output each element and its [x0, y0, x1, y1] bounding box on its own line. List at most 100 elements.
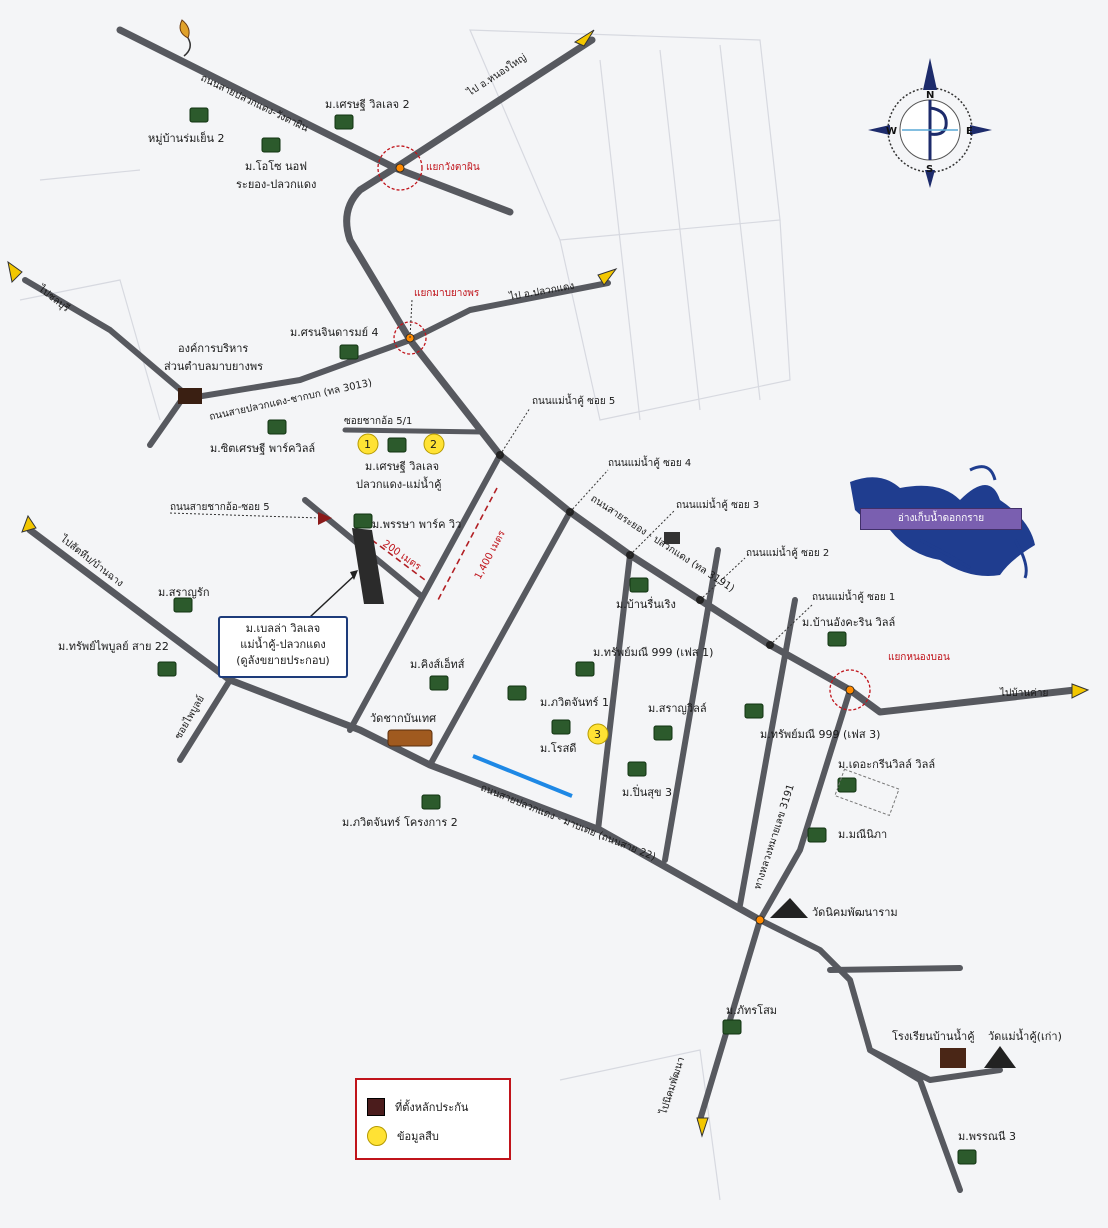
info-badge-2: [423, 433, 445, 455]
label-school: โรงเรียนบ้านน้ำคู้: [892, 1028, 975, 1043]
road-west: [22, 277, 413, 401]
house-icon: [507, 685, 527, 701]
arrow-sattahip: [21, 514, 37, 533]
label-village: ม.ทรัพย์ไพบูลย์ สาย 22: [58, 640, 169, 653]
label-village: ม.ซิตเศรษฐี พาร์ควิลล์: [210, 442, 315, 455]
plot-outline: [834, 768, 900, 817]
label-direction: ไป อ.ปลวกแดง: [507, 280, 575, 303]
label-village: ม.คิงส์เอ็ทส์: [410, 657, 465, 671]
road-main-ext: [757, 917, 1003, 1083]
road-soi1: [737, 597, 798, 908]
house-icon: [189, 107, 209, 123]
label-temple: วัดชากบันเทศ: [370, 712, 436, 725]
label-village: ม.บ้านอังคะริน วิลล์: [802, 616, 895, 629]
house-icon: [157, 661, 177, 677]
label-village: ม.บ้านรื่นเริง: [616, 596, 676, 611]
house-icon: [653, 725, 673, 741]
label-road: ถนนสายปลวกแดง-วังตาผิน: [199, 73, 310, 135]
chak-on-arrow: [318, 512, 332, 525]
label-road: ซอยชากอ้อ 5/1: [344, 415, 412, 427]
house-icon: [173, 597, 193, 613]
label-road: ถนนแม่น้ำคู้ ซอย 3: [676, 497, 759, 511]
building-icon: [664, 532, 680, 544]
house-icon: [575, 661, 595, 677]
label-village: ปลวกแดง-แม่น้ำคู้: [356, 476, 442, 491]
arrow-nikhom: [696, 1117, 709, 1138]
label-village: ม.ภวิตจันทร์ โครงการ 2: [342, 815, 458, 829]
distance-1400-line: [437, 487, 498, 601]
temple-icon: [387, 729, 433, 747]
direction-arrows: [7, 29, 1090, 1138]
callout-subtitle: แม่น้ำคู้-ปลวกแดง: [240, 638, 326, 651]
house-icon: [387, 437, 407, 453]
house-icon: [722, 1019, 742, 1035]
label-road: ถนนแม่น้ำคู้ ซอย 4: [608, 455, 691, 469]
label-village: ม.ภวิตจันทร์ 1: [540, 696, 609, 709]
house-icon: [837, 777, 857, 793]
house-icon: [627, 761, 647, 777]
info-badges: [357, 433, 609, 745]
distance-markers: [371, 487, 498, 601]
arrow-chonburi: [7, 260, 23, 284]
label-road: ถนนแม่น้ำคู้ ซอย 5: [532, 393, 615, 407]
school-icon: [940, 1048, 966, 1068]
label-village: ม.เศรษฐี วิลเลจ 2: [325, 98, 410, 111]
road-highway: [697, 687, 853, 1123]
junctions: [377, 145, 871, 711]
legend-collateral-label: ที่ตั้งหลักประกัน: [395, 1101, 469, 1114]
label-village: ม.พรรณนี 3: [958, 1130, 1016, 1143]
background-plots: [19, 29, 791, 1201]
label-village: ม.ทรัพย์มณี 999 (เฟส 3): [760, 728, 880, 741]
road-spine: [343, 164, 504, 459]
reservoir-stream: [919, 465, 1028, 579]
road-east-spur: [827, 965, 963, 973]
label-direction: ไปชลบุรี: [35, 282, 72, 315]
info-badge-3: [587, 723, 609, 745]
org-building-icon: [178, 388, 202, 404]
label-village: ระยอง-ปลวกแดง: [236, 178, 316, 191]
collateral-location: [352, 528, 384, 604]
label-village: ม.ศรนจินดารมย์ 4: [290, 326, 379, 339]
house-icon: [339, 344, 359, 360]
road-to-pluak-daeng: [407, 280, 611, 343]
label-junction: แยกวังตาผิน: [426, 162, 480, 173]
road-soi4: [427, 509, 573, 768]
road-chak-on-51: [342, 427, 486, 435]
callout-note: (ดูลังขยายประกอบ): [236, 654, 330, 667]
label-road: ถนนสายชากอ้อ-ซอย 5: [170, 501, 270, 513]
label-village: ม.โรสดี: [540, 741, 576, 755]
house-icon: [261, 137, 281, 153]
house-icon: [421, 794, 441, 810]
label-village: หมู่บ้านร่มเย็น 2: [148, 131, 225, 145]
road-rayong: [496, 451, 1079, 716]
label-village: ม.สราญวิลล์: [648, 702, 707, 715]
label-village: ม.สราญรัก: [158, 586, 210, 599]
compass-s: S: [926, 164, 933, 175]
legend-row-info: ข้อมูลสืบ: [367, 1126, 439, 1146]
arrow-pluak-daeng: [597, 268, 618, 286]
village-icons: [157, 107, 977, 1165]
callout-title: ม.เบลล่า วิลเลจ: [245, 622, 321, 635]
label-village: ม.พรรษา พาร์ค วิว: [372, 518, 461, 531]
collateral-swatch: [367, 1098, 385, 1116]
house-icon: [334, 114, 354, 130]
junction-mab-yang-phon: [393, 321, 427, 355]
house-icon: [957, 1149, 977, 1165]
road-soi5: [347, 452, 503, 733]
logo: [179, 19, 191, 57]
blue-canal-marker: [472, 754, 573, 798]
label-village: ม.มณีนิภา: [838, 828, 887, 841]
label-org: องค์การบริหาร: [178, 342, 248, 355]
road-soi3: [595, 552, 633, 833]
label-village: ม.ปิ่นสุข 3: [622, 784, 672, 799]
legend-info-label: ข้อมูลสืบ: [397, 1130, 439, 1143]
callout-pointer: [309, 574, 356, 618]
house-icon: [353, 513, 373, 529]
junction-dots: [395, 163, 855, 925]
label-village: ม.เดอะกรีนวิลล์ วิลล์: [838, 758, 935, 771]
label-org: ส่วนตำบลมาบยางพร: [164, 360, 263, 373]
road-south-branch: [867, 1047, 963, 1193]
label-direction: ไปนิคมพัฒนา: [657, 1056, 687, 1117]
label-road: ซอยไพบูลย์: [172, 693, 207, 741]
